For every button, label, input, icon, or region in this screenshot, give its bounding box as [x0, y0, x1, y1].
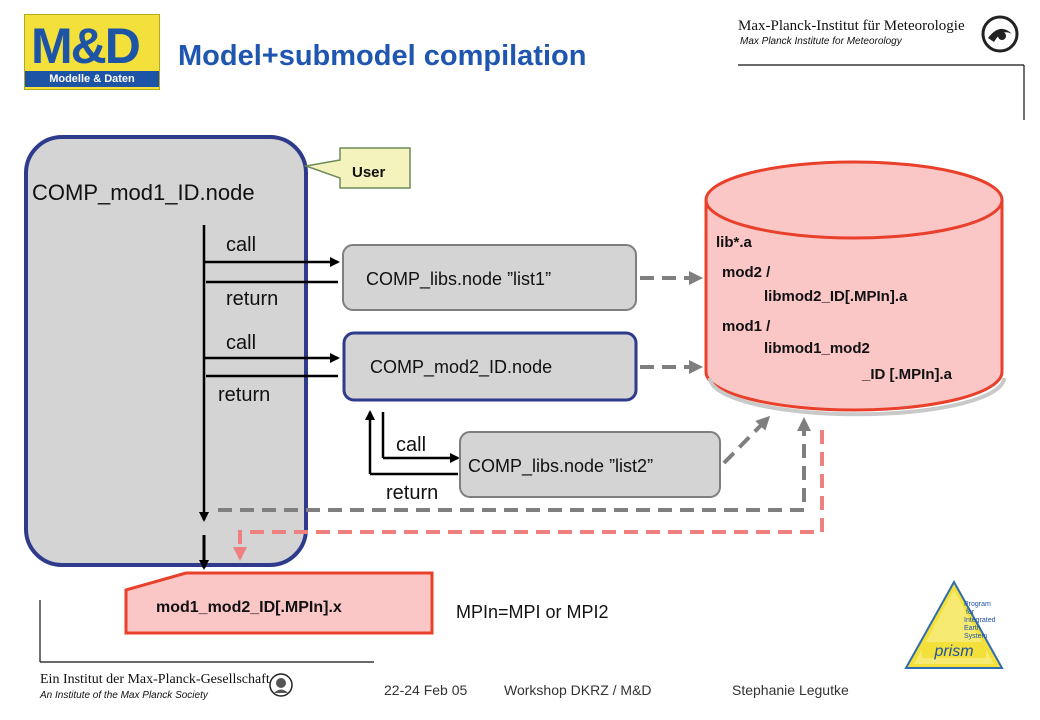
mpg-minerva-icon [269, 673, 293, 697]
svg-text:Earth: Earth [964, 625, 981, 632]
prism-label: prism [933, 643, 973, 660]
prism-logo-icon: prism Program for Integrated Earth Syste… [904, 580, 1004, 669]
library-cylinder [704, 160, 1006, 417]
libs-list1-label: COMP_libs.node ”list1” [366, 269, 551, 290]
main-node-box [24, 135, 308, 567]
libs-list2-node [459, 431, 721, 498]
cyl-line-6: _ID [.MPIn].a [861, 366, 953, 383]
call-label-2: call [226, 332, 256, 354]
cyl-line-1: lib*.a [716, 234, 753, 251]
return-label-3: return [386, 482, 438, 504]
return-label-2: return [218, 384, 270, 406]
output-tab [124, 571, 434, 635]
mpi-logo-icon [981, 15, 1019, 53]
cyl-line-4: mod1 / [722, 318, 771, 335]
institute-name-en: Max Planck Institute for Meteorology [740, 36, 902, 47]
md-logo-subtitle: Modelle & Daten [25, 71, 159, 87]
cyl-line-5: libmod1_mod2 [764, 340, 870, 357]
dashed-link-lib-to-output [233, 430, 824, 561]
svg-text:Integrated: Integrated [964, 617, 996, 624]
dashed-link-main-to-lib [218, 417, 811, 512]
footer-event: Workshop DKRZ / M&D [504, 682, 652, 698]
main-node-label: COMP_mod1_ID.node [32, 180, 255, 205]
cyl-line-2: mod2 / [722, 264, 771, 281]
libs-list1-node [342, 244, 637, 311]
svg-text:for: for [966, 609, 975, 616]
institute-name-de: Max-Planck-Institut für Meteorologie [738, 18, 965, 34]
call-label-1: call [226, 234, 256, 256]
md-logo-mark: M&D [31, 18, 141, 74]
footer-author: Stephanie Legutke [732, 682, 849, 698]
mod2-node [342, 331, 638, 402]
cyl-line-3: libmod2_ID[.MPIn].a [764, 288, 908, 305]
mod2-node-label: COMP_mod2_ID.node [370, 357, 552, 378]
page-title: Model+submodel compilation [178, 40, 587, 72]
output-label: mod1_mod2_ID[.MPIn].x [156, 599, 342, 616]
return-label-1: return [226, 288, 278, 310]
footer-institute-en: An Institute of the Max Planck Society [40, 690, 208, 701]
libs-list2-label: COMP_libs.node ”list2” [468, 456, 653, 477]
user-callout-box [303, 147, 411, 189]
md-logo: M&D Modelle & Daten [24, 14, 160, 90]
svg-text:System: System [964, 633, 988, 640]
footer-institute-de: Ein Institut der Max-Planck-Gesellschaft [40, 672, 270, 687]
dashed-arrow-libs2 [722, 415, 771, 465]
footer-date: 22-24 Feb 05 [384, 682, 468, 698]
svg-text:Program: Program [964, 601, 991, 608]
user-label: User [352, 164, 386, 181]
call-label-3: call [396, 434, 426, 456]
mpin-note: MPIn=MPI or MPI2 [456, 602, 609, 622]
